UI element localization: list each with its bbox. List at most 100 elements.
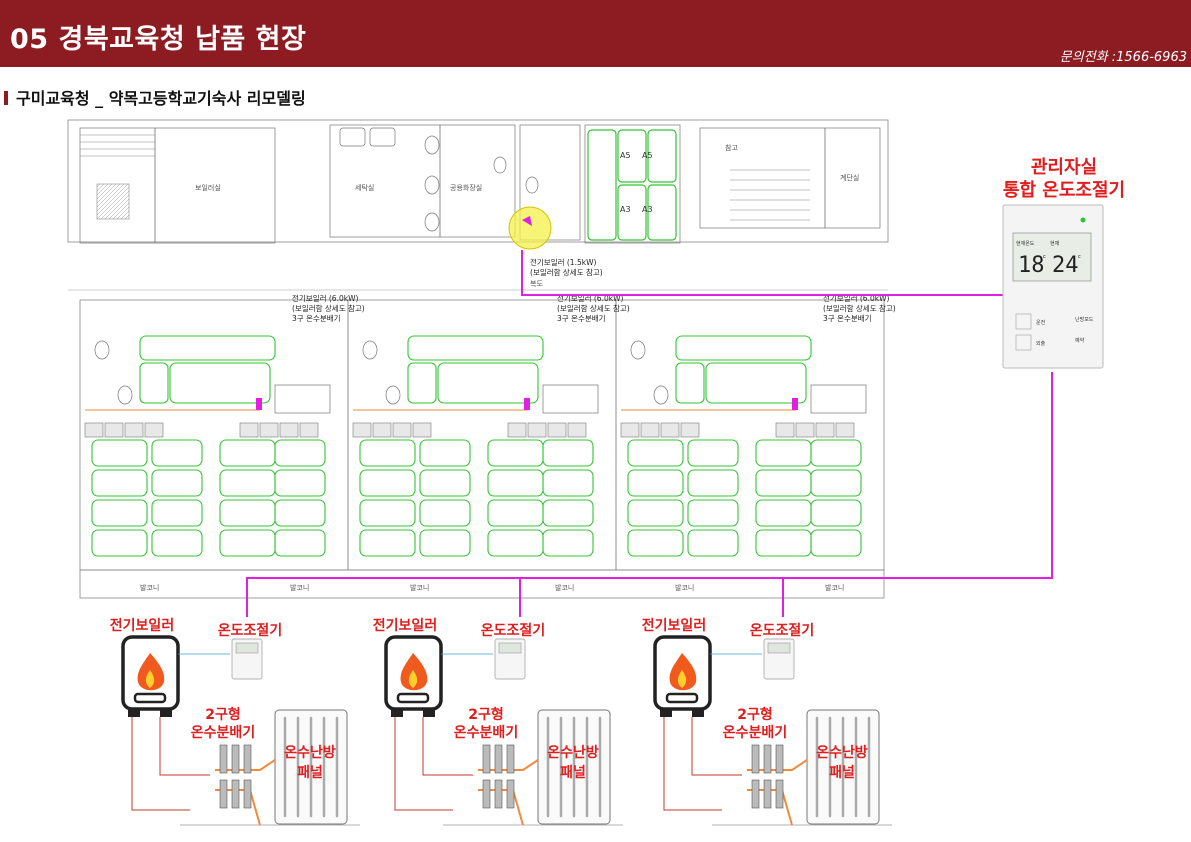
heating-coil <box>219 439 276 467</box>
distributor-label: 온수분배기 <box>454 725 518 741</box>
heating-coil <box>91 439 148 467</box>
boiler-label: 전기보일러 <box>642 617 706 634</box>
balcony-label: 발코니 <box>555 583 574 592</box>
cabinet <box>507 422 527 438</box>
cabinet <box>795 422 815 438</box>
heating-coil <box>151 529 203 557</box>
distributor-label: 2구형 <box>205 706 241 723</box>
section-subtitle: 구미교육청 _ 약목고등학교기숙사 리모델링 <box>4 85 306 109</box>
heating-coil <box>542 439 594 467</box>
dorm-block-outlines <box>79 299 885 599</box>
room-label: 세탁실 <box>355 183 374 192</box>
zone-label: A3 <box>620 205 631 214</box>
heating-coil <box>687 529 739 557</box>
cabinet <box>144 422 164 438</box>
cabinet <box>412 422 432 438</box>
washbasin <box>542 384 599 414</box>
pipe-red <box>691 717 742 776</box>
heating-coil <box>169 362 271 404</box>
header-bar: 05 경북교육청 납품 현장 문의전화 :1566-6963 <box>0 0 1191 67</box>
room-label: 계단실 <box>840 173 859 182</box>
plan-top-section <box>67 119 889 244</box>
balcony-label: 발코니 <box>410 583 429 592</box>
stairs <box>80 134 810 221</box>
toilet <box>630 340 646 360</box>
cabinet <box>104 422 124 438</box>
heating-coils-top <box>587 129 677 241</box>
manifold-valve <box>243 744 252 774</box>
flame-icon <box>145 670 155 688</box>
cabinet <box>527 422 547 438</box>
cabinet <box>84 422 104 438</box>
btn-run-label: 운전 <box>1036 319 1046 326</box>
heating-coils-dorm <box>84 335 867 557</box>
heating-coil <box>542 529 594 557</box>
pipe-red <box>159 717 210 776</box>
note-boiler-large-sub: (보일러함 상세도 참고) <box>557 303 630 313</box>
heating-coil <box>687 499 739 527</box>
flame-icon <box>408 670 418 688</box>
heating-coil <box>675 362 705 404</box>
toilet <box>94 340 110 360</box>
manifold-valve <box>763 744 772 774</box>
heating-coil <box>91 469 148 497</box>
panel-label: 온수난방 <box>547 744 599 761</box>
note-distributor: 3구 온수분배기 <box>292 314 341 323</box>
distributor-label: 2구형 <box>737 706 773 723</box>
boiler-marker <box>524 398 530 410</box>
note-boiler-small-sub: (보일러함 상세도 참고) <box>530 267 603 277</box>
cabinet <box>372 422 392 438</box>
manifold-valve <box>751 779 760 809</box>
pipe-orange <box>747 759 808 771</box>
cabinet <box>567 422 587 438</box>
heating-coil <box>627 499 684 527</box>
heating-coil <box>487 469 544 497</box>
toilet <box>653 385 669 405</box>
manifold-valve <box>482 744 491 774</box>
boiler-slot <box>665 692 699 704</box>
heating-coil <box>487 529 544 557</box>
shaft <box>96 183 130 220</box>
heating-coil <box>274 439 326 467</box>
cabinet <box>299 422 319 438</box>
boiler-marker <box>792 398 798 410</box>
lcd-current-temp: 18 <box>1018 253 1045 278</box>
manifold-valve <box>506 744 515 774</box>
manifold-valve <box>243 779 252 809</box>
boiler-highlight <box>508 206 552 250</box>
lcd-set-temp: 24 <box>1052 253 1079 278</box>
heating-coil <box>419 499 471 527</box>
thermostat-label: 온도조절기 <box>750 623 814 639</box>
manifold-valve <box>494 779 503 809</box>
boiler-slot <box>133 692 167 704</box>
heating-coil <box>705 362 807 404</box>
thermostat-label: 온도조절기 <box>218 623 282 639</box>
panel-label: 온수난방 <box>284 744 336 761</box>
note-boiler-large: 전기보일러 (6.0kW) <box>557 293 623 303</box>
manifold-valve <box>231 779 240 809</box>
note-distributor: 3구 온수분배기 <box>557 314 606 323</box>
heating-coil <box>755 439 812 467</box>
heating-coil <box>437 362 539 404</box>
heating-coil <box>91 529 148 557</box>
cabinet <box>352 422 372 438</box>
heating-coil <box>419 529 471 557</box>
heating-coil <box>542 499 594 527</box>
btn-away-label: 외출 <box>1036 340 1046 347</box>
heating-coil <box>810 499 862 527</box>
heating-coil <box>487 439 544 467</box>
distributor-label: 온수분배기 <box>191 725 255 741</box>
zone-label: A5 <box>620 151 631 160</box>
heating-coil <box>810 469 862 497</box>
heating-coil <box>755 499 812 527</box>
subtitle-text: 구미교육청 _ 약목고등학교기숙사 리모델링 <box>16 89 306 108</box>
control-wires <box>246 250 1053 617</box>
cabinet <box>835 422 855 438</box>
manifold-valve <box>775 779 784 809</box>
heating-coil <box>627 529 684 557</box>
power-led <box>1080 217 1086 223</box>
cabinet <box>660 422 680 438</box>
pipe-orange <box>215 759 276 771</box>
